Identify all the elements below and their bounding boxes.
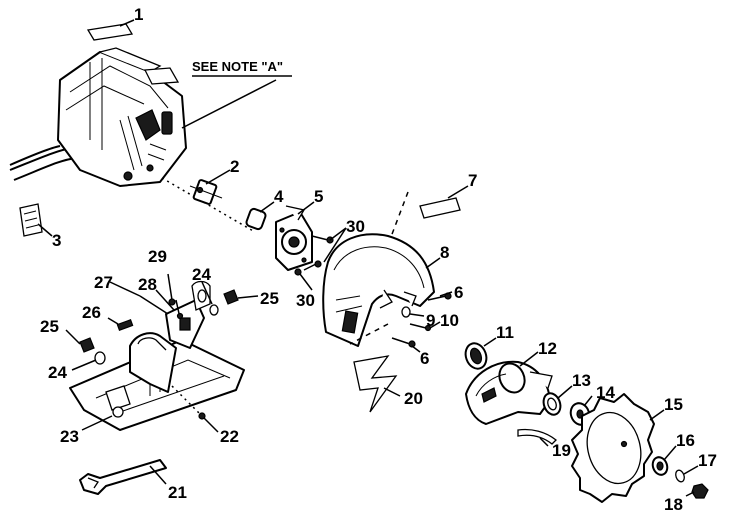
callout-27: 27 xyxy=(94,273,113,292)
callout-3: 3 xyxy=(52,231,61,250)
callout-25-right: 25 xyxy=(260,289,279,308)
callout-28: 28 xyxy=(138,275,157,294)
callout-16: 16 xyxy=(676,431,695,450)
callout-4: 4 xyxy=(274,187,284,206)
part-1-label xyxy=(86,23,134,41)
part-8-upper-guard xyxy=(322,191,435,347)
callout-12: 12 xyxy=(538,339,557,358)
callout-29: 29 xyxy=(148,247,167,266)
part-21-wrench xyxy=(79,459,167,495)
callout-11: 11 xyxy=(496,323,514,342)
callout-19: 19 xyxy=(552,441,571,460)
callout-24-upper: 24 xyxy=(192,265,211,284)
blade-hardware xyxy=(651,456,709,499)
callout-9: 9 xyxy=(426,311,435,330)
part-15-saw-blade xyxy=(571,393,655,503)
callout-24-lower: 24 xyxy=(48,363,67,382)
callout-6-upper: 6 xyxy=(454,283,463,302)
callout-30-lower: 30 xyxy=(296,291,315,310)
part-4-bushing xyxy=(245,207,267,231)
callout-20: 20 xyxy=(404,389,423,408)
callout-8: 8 xyxy=(440,243,449,262)
callout-numbers: 1 2 3 4 5 30 30 7 8 6 9 10 6 11 12 13 14… xyxy=(40,5,717,514)
bracket-hardware xyxy=(79,273,239,420)
callout-1: 1 xyxy=(134,5,143,24)
callout-10: 10 xyxy=(440,311,459,330)
part-13-washer xyxy=(542,392,562,416)
callout-leaders xyxy=(37,19,699,497)
callout-25-left: 25 xyxy=(40,317,59,336)
motor-housing xyxy=(9,47,187,187)
callout-6-lower: 6 xyxy=(420,349,429,368)
callout-30-upper: 30 xyxy=(346,217,365,236)
callout-7: 7 xyxy=(468,171,477,190)
bevel-bracket xyxy=(129,280,211,393)
callout-26: 26 xyxy=(82,303,101,322)
note-a-callout: SEE NOTE "A" xyxy=(181,59,292,129)
callout-22: 22 xyxy=(220,427,239,446)
callout-15: 15 xyxy=(664,395,683,414)
callout-21: 21 xyxy=(168,483,187,502)
part-20-warning-label xyxy=(349,323,398,413)
note-a-label: SEE NOTE "A" xyxy=(192,59,283,74)
callout-18: 18 xyxy=(664,495,683,514)
callout-23: 23 xyxy=(60,427,79,446)
part-7-label xyxy=(419,197,461,219)
callout-17: 17 xyxy=(698,451,717,470)
callout-2: 2 xyxy=(230,157,239,176)
callout-14: 14 xyxy=(596,383,615,402)
part-5-gear-plate xyxy=(275,205,313,271)
part-11-ring xyxy=(464,342,488,370)
callout-5: 5 xyxy=(314,187,323,206)
part-19-lever xyxy=(517,428,557,445)
part-12-lower-guard xyxy=(465,360,553,425)
callout-13: 13 xyxy=(572,371,591,390)
part-2-bearing xyxy=(161,177,256,233)
part-3-plate xyxy=(19,203,43,237)
